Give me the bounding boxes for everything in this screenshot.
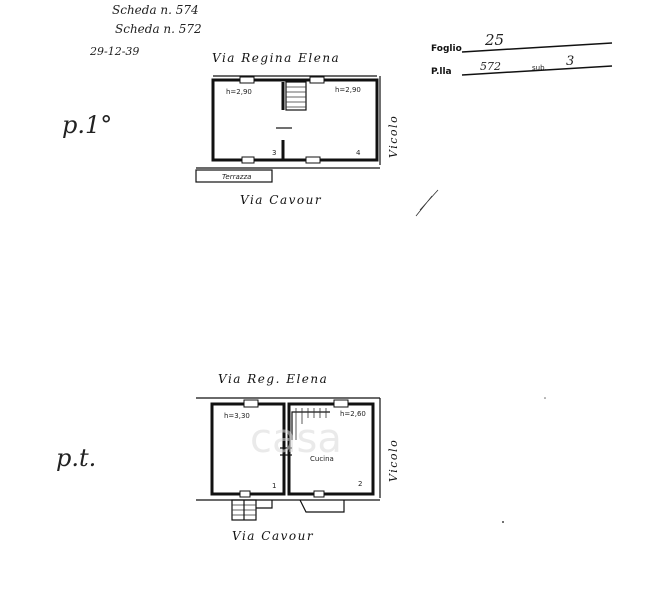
ground-floor-plan: p.t. Via Reg. Elena h=3,30 h=2,60 Cucina… [56,372,400,543]
ground-stair [291,411,330,440]
ground-room-kitchen [287,402,375,496]
ground-room-label: Cucina [310,455,334,463]
upper-terrace [195,169,273,183]
sub-label: sub. [532,64,547,72]
ground-street-side: Vicolo [387,439,400,482]
watermark-logo: casa [250,416,342,462]
header-date: 29-12-39 [89,45,139,58]
ground-marker-right: 2 [358,480,362,488]
upper-height-left: h=2,90 [226,88,252,96]
ground-entry-steps [231,499,345,521]
upper-outer-walls [211,78,379,162]
upper-terrace-label: Terrazza [222,173,251,181]
stray-dot [502,521,504,523]
upper-street-top: Via Regina Elena [212,51,340,65]
ground-height-right: h=2,60 [340,410,366,418]
stray-dot [544,397,546,399]
header-note-2: Scheda n. 572 [115,22,202,36]
pencil-mark [415,189,439,217]
ground-height-left: h=3,30 [224,412,250,420]
cadastral-block: Foglio 25 P.lla 572 sub. 3 [431,31,613,77]
upper-floor-label: p.1° [62,111,112,139]
ground-street-top: Via Reg. Elena [218,372,328,386]
upper-height-right: h=2,90 [335,86,361,94]
particella-label: P.lla [431,67,452,77]
sub-value: 3 [566,54,574,69]
upper-stair [285,81,307,111]
upper-marker-right: 4 [356,149,361,157]
ground-marker-left: 1 [272,482,276,490]
foglio-label: Foglio [431,44,462,54]
upper-floor-plan: p.1° Via Regina Elena h=2,90 h=2,90 3 4 … [62,51,400,207]
upper-street-bottom: Via Cavour [240,193,322,207]
particella-value: 572 [480,60,501,73]
ground-street-bottom: Via Cavour [232,529,314,543]
upper-street-side: Vicolo [387,115,400,158]
ground-floor-label: p.t. [56,444,96,472]
foglio-value: 25 [484,31,504,49]
upper-marker-left: 3 [272,149,276,157]
header-note-1: Scheda n. 574 [112,3,199,17]
